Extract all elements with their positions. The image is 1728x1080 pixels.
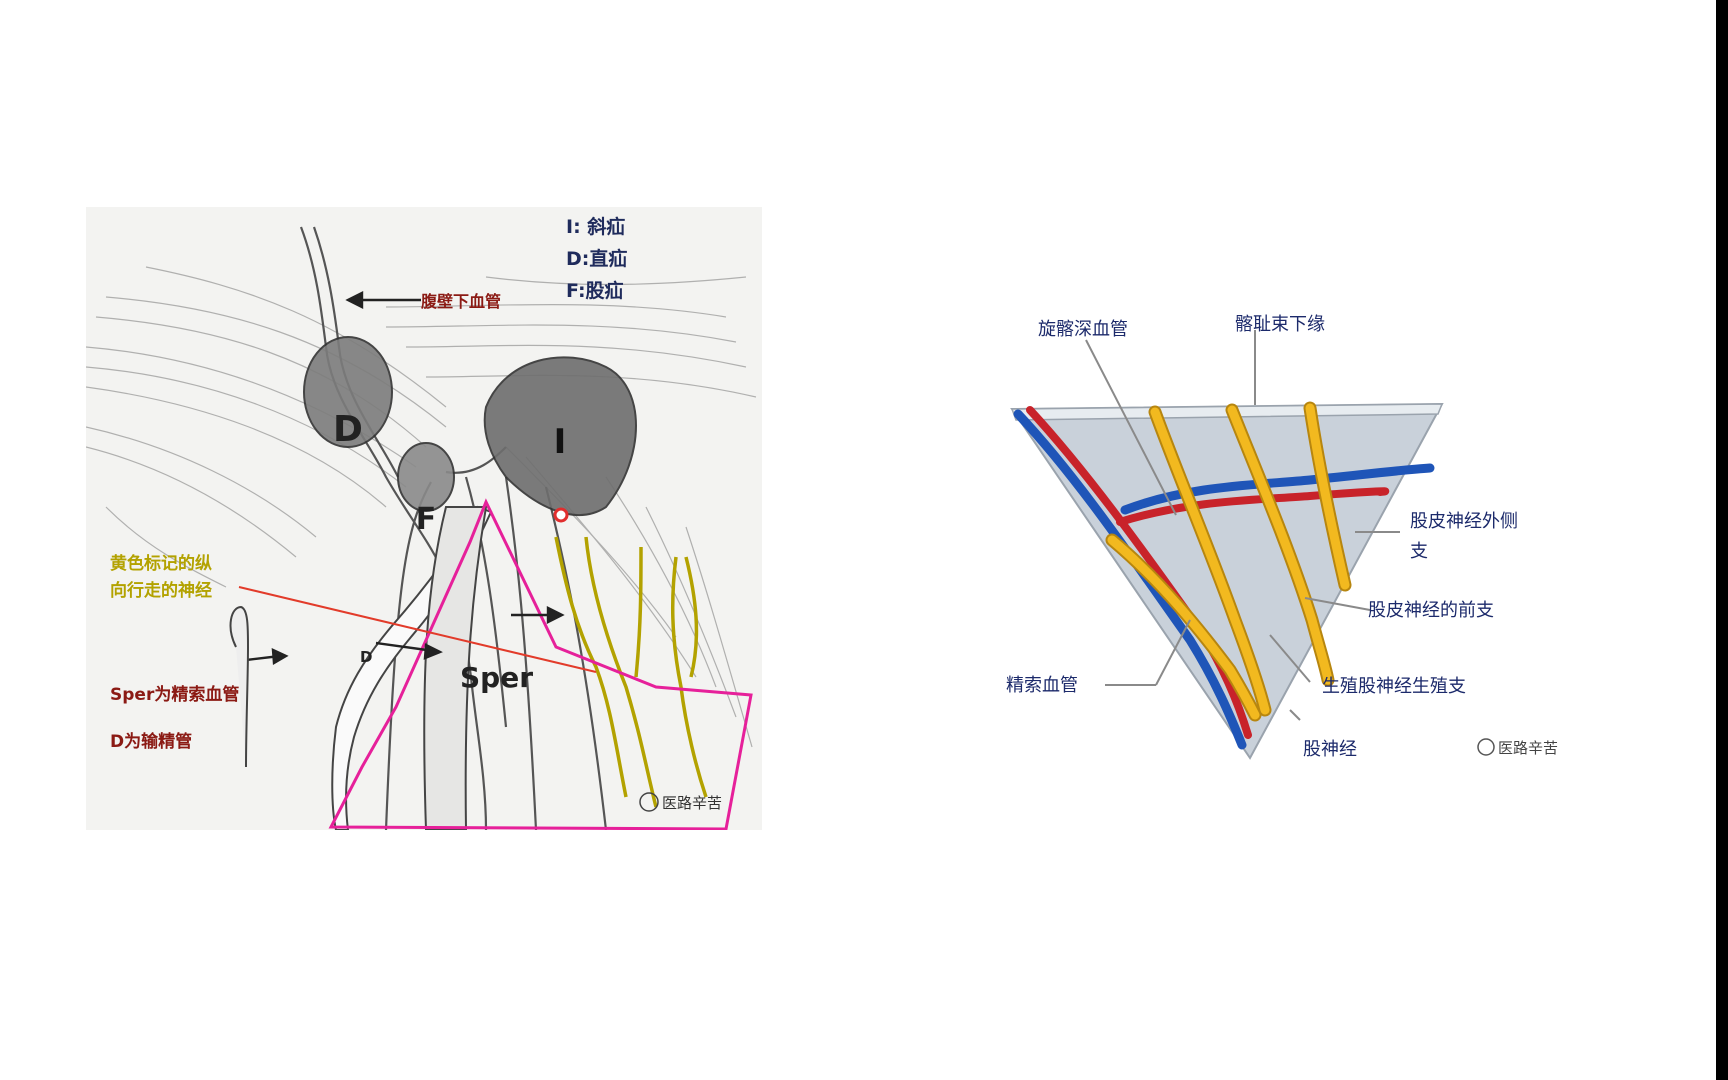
inferior-epigastric-label: 腹壁下血管 <box>421 292 501 311</box>
label-lat-femoral-cutaneous-2: 支 <box>1410 541 1428 562</box>
label-anterior-branch: 股皮神经的前支 <box>1368 600 1494 621</box>
label-iliopubic-tract: 髂耻束下缘 <box>1235 314 1325 335</box>
nerve-note-line2: 向行走的神经 <box>110 580 212 601</box>
sper-cord <box>423 506 488 830</box>
sper-label: Sper <box>460 661 533 694</box>
vas-deferens-note: D为输精管 <box>110 731 192 752</box>
label-genital-branch: 生殖股神经生殖支 <box>1322 675 1466 697</box>
legend-femoral: F:股疝 <box>566 279 624 302</box>
label-lat-femoral-cutaneous-1: 股皮神经外侧 <box>1410 511 1518 532</box>
sper-note: Sper为精索血管 <box>110 684 239 705</box>
hernia-d <box>303 336 393 448</box>
watermark-left: 医路辛苦 <box>662 794 722 812</box>
watermark-right: 医路辛苦 <box>1498 739 1558 757</box>
marker-dot <box>553 507 569 523</box>
hernia-f <box>397 442 455 512</box>
hernia-f-label: F <box>416 502 437 537</box>
watermark-icon <box>639 792 659 812</box>
nerve-note-line1: 黄色标记的纵 <box>110 553 212 574</box>
label-femoral-nerve: 股神经 <box>1303 739 1357 760</box>
d-short-label: D <box>360 648 372 666</box>
watermark-icon-right <box>1477 738 1495 756</box>
legend-indirect: I: 斜疝 <box>566 215 625 238</box>
hernia-i-label: I <box>554 422 567 462</box>
label-deep-circumflex: 旋髂深血管 <box>1038 319 1128 340</box>
magenta-trapezoid <box>328 498 753 830</box>
hernia-d-label: D <box>333 409 363 450</box>
hernia-i <box>483 356 637 516</box>
hernia-anatomy-figure: I: 斜疝 D:直疝 F:股疝 腹壁下血管 D F I 黄色标记的纵 向行走的神… <box>86 207 762 830</box>
legend-direct: D:直疝 <box>566 247 627 270</box>
label-spermatic-vessels: 精索血管 <box>1006 675 1078 696</box>
triangle-of-pain-figure: 旋髂深血管 髂耻束下缘 股皮神经外侧 支 股皮神经的前支 生殖股神经生殖支 精索… <box>1006 314 1558 760</box>
